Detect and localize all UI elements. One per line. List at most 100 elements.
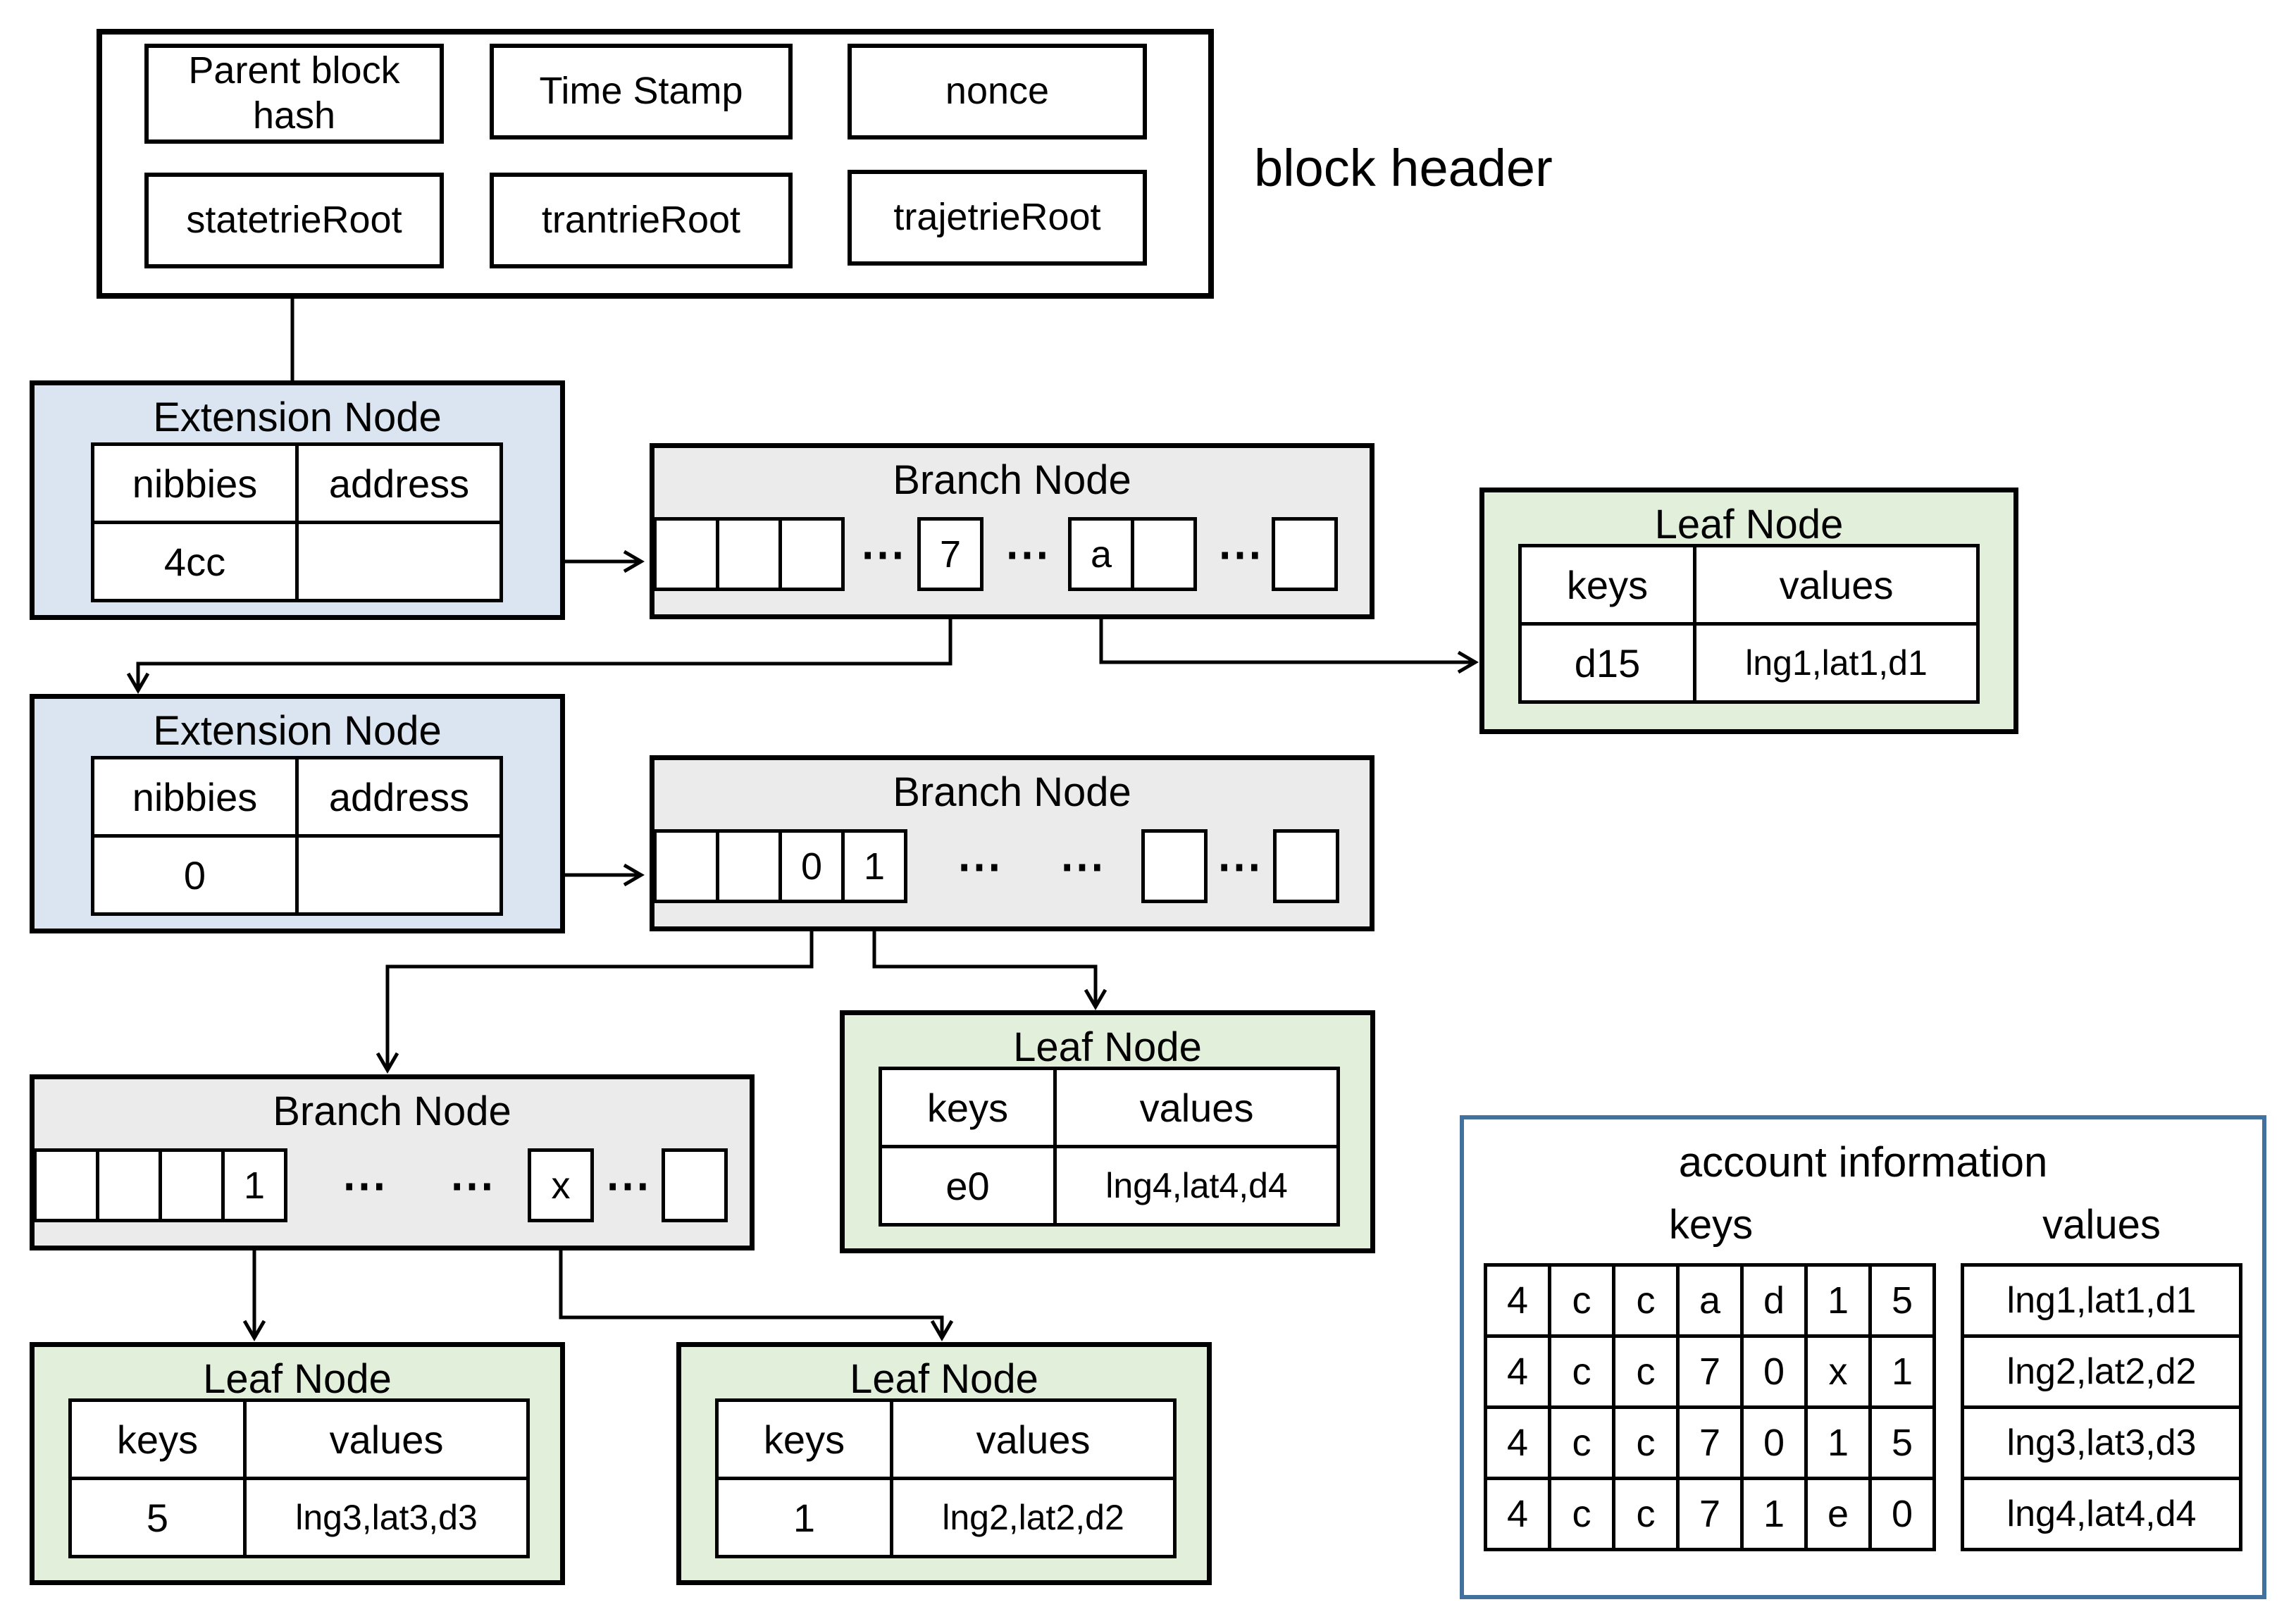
account-key-cell: c bbox=[1615, 1480, 1676, 1548]
leaf-node-table: keys values e0 lng4,lat4,d4 bbox=[879, 1067, 1340, 1227]
account-value-cell: lng3,lat3,d3 bbox=[1964, 1409, 2239, 1477]
account-information-box: account information keys values 4 c c a … bbox=[1460, 1115, 2266, 1599]
value-value-cell: lng3,lat3,d3 bbox=[247, 1480, 526, 1555]
nibbles-value-cell: 0 bbox=[94, 838, 295, 912]
ellipsis: ⋯ bbox=[1217, 840, 1265, 891]
branch-node-1: Branch Node ⋯ 7 ⋯ a ⋯ bbox=[650, 443, 1375, 619]
branch-cell-group bbox=[653, 517, 845, 591]
ellipsis: ⋯ bbox=[1217, 528, 1265, 579]
keys-header-cell: keys bbox=[719, 1402, 890, 1477]
nibbles-value-cell: 4cc bbox=[94, 524, 295, 599]
account-key-cell: 5 bbox=[1872, 1267, 1932, 1334]
account-key-cell: 0 bbox=[1744, 1338, 1804, 1405]
leaf-node-table: keys values 1 lng2,lat2,d2 bbox=[715, 1398, 1177, 1558]
branch-cell-group: 0 1 bbox=[653, 829, 907, 903]
account-key-cell: 4 bbox=[1487, 1409, 1548, 1477]
account-key-cell: c bbox=[1615, 1409, 1676, 1477]
ellipsis: ⋯ bbox=[1060, 840, 1107, 891]
branch-node-3: Branch Node 1 ⋯ ⋯ x ⋯ bbox=[30, 1074, 755, 1250]
account-key-cell: 4 bbox=[1487, 1480, 1548, 1548]
field-statetrie-root: statetrieRoot bbox=[144, 173, 444, 268]
branch-node-title: Branch Node bbox=[893, 457, 1131, 503]
leaf-node-title: Leaf Node bbox=[850, 1356, 1038, 1402]
account-value-cell: lng2,lat2,d2 bbox=[1964, 1338, 2239, 1405]
values-header-cell: values bbox=[893, 1402, 1173, 1477]
extension-node-2: Extension Node nibbies address 0 bbox=[30, 694, 565, 933]
connector-branch2-1-to-leaf-e0 bbox=[872, 903, 1107, 1010]
values-header-cell: values bbox=[247, 1402, 526, 1477]
branch-empty-cell bbox=[96, 1148, 162, 1222]
value-value-cell: lng4,lat4,d4 bbox=[1057, 1148, 1336, 1223]
account-keys-header: keys bbox=[1668, 1202, 1754, 1248]
block-header-label: block header bbox=[1254, 139, 1553, 197]
field-trajetrie-root: trajetrieRoot bbox=[848, 170, 1147, 266]
extension-node-1: Extension Node nibbies address 4cc bbox=[30, 380, 565, 620]
branch-empty-cell bbox=[1273, 829, 1339, 903]
account-key-cell: c bbox=[1615, 1338, 1676, 1405]
leaf-node-e0: Leaf Node keys values e0 lng4,lat4,d4 bbox=[840, 1010, 1375, 1253]
field-trantrie-root: trantrieRoot bbox=[490, 173, 793, 268]
account-key-cell: 0 bbox=[1872, 1480, 1932, 1548]
field-time-stamp: Time Stamp bbox=[490, 44, 793, 139]
account-key-cell: 7 bbox=[1680, 1409, 1740, 1477]
nibbles-header-cell: nibbies bbox=[94, 446, 295, 521]
account-key-cell: c bbox=[1551, 1409, 1612, 1477]
account-values-header: values bbox=[2042, 1202, 2161, 1248]
account-key-cell: c bbox=[1551, 1267, 1612, 1334]
account-key-cell: c bbox=[1551, 1480, 1612, 1548]
branch-cell-1: 1 bbox=[841, 829, 907, 903]
branch-empty-cell bbox=[159, 1148, 225, 1222]
address-value-cell bbox=[299, 838, 499, 912]
leaf-node-title: Leaf Node bbox=[1654, 502, 1844, 547]
account-key-cell: 1 bbox=[1808, 1409, 1868, 1477]
branch-empty-cell bbox=[33, 1148, 99, 1222]
branch-cell-1: 1 bbox=[221, 1148, 287, 1222]
extension-node-title: Extension Node bbox=[153, 395, 442, 440]
branch-cell-7: 7 bbox=[917, 517, 983, 591]
branch-empty-cell bbox=[662, 1148, 728, 1222]
values-header-cell: values bbox=[1696, 547, 1976, 622]
field-parent-block-hash: Parent block hash bbox=[144, 44, 444, 144]
extension-node-title: Extension Node bbox=[153, 708, 442, 754]
account-value-cell: lng1,lat1,d1 bbox=[1964, 1267, 2239, 1334]
ellipsis: ⋯ bbox=[342, 1160, 390, 1210]
keys-header-cell: keys bbox=[72, 1402, 243, 1477]
account-key-cell: e bbox=[1808, 1480, 1868, 1548]
branch-empty-cell bbox=[1141, 829, 1208, 903]
account-key-cell: c bbox=[1551, 1338, 1612, 1405]
leaf-node-title: Leaf Node bbox=[1013, 1024, 1202, 1070]
key-value-cell: e0 bbox=[882, 1148, 1053, 1223]
branch-empty-cell bbox=[716, 517, 782, 591]
account-values-grid: lng1,lat1,d1 lng2,lat2,d2 lng3,lat3,d3 l… bbox=[1961, 1263, 2242, 1551]
ellipsis: ⋯ bbox=[860, 528, 908, 579]
leaf-node-table: keys values 5 lng3,lat3,d3 bbox=[68, 1398, 530, 1558]
branch-empty-cell bbox=[1131, 517, 1197, 591]
branch-empty-cell bbox=[778, 517, 845, 591]
address-header-cell: address bbox=[299, 446, 499, 521]
branch-node-title: Branch Node bbox=[273, 1088, 511, 1134]
account-key-cell: 1 bbox=[1808, 1267, 1868, 1334]
branch-node-title: Branch Node bbox=[893, 769, 1131, 815]
account-key-cell: 7 bbox=[1680, 1480, 1740, 1548]
account-key-cell: 1 bbox=[1872, 1338, 1932, 1405]
block-header-box: Parent block hash Time Stamp nonce state… bbox=[97, 29, 1214, 299]
account-key-cell: c bbox=[1615, 1267, 1676, 1334]
branch-cell-a: a bbox=[1068, 517, 1134, 591]
field-nonce: nonce bbox=[848, 44, 1147, 139]
keys-header-cell: keys bbox=[1522, 547, 1693, 622]
leaf-node-5: Leaf Node keys values 5 lng3,lat3,d3 bbox=[30, 1342, 565, 1585]
connector-branch2-0-to-branch3 bbox=[376, 903, 814, 1074]
branch-cell-group: 1 bbox=[33, 1148, 287, 1222]
branch-empty-cell bbox=[1272, 517, 1338, 591]
key-value-cell: d15 bbox=[1522, 626, 1693, 700]
ellipsis: ⋯ bbox=[1005, 528, 1053, 579]
branch-empty-cell bbox=[653, 517, 719, 591]
leaf-node-table: keys values d15 lng1,lat1,d1 bbox=[1518, 544, 1980, 704]
branch-empty-cell bbox=[716, 829, 782, 903]
account-key-cell: 4 bbox=[1487, 1267, 1548, 1334]
key-value-cell: 1 bbox=[719, 1480, 890, 1555]
account-key-cell: d bbox=[1744, 1267, 1804, 1334]
branch-empty-cell bbox=[653, 829, 719, 903]
connector-branch1-7-to-extension2 bbox=[126, 591, 952, 694]
account-key-cell: 7 bbox=[1680, 1338, 1740, 1405]
